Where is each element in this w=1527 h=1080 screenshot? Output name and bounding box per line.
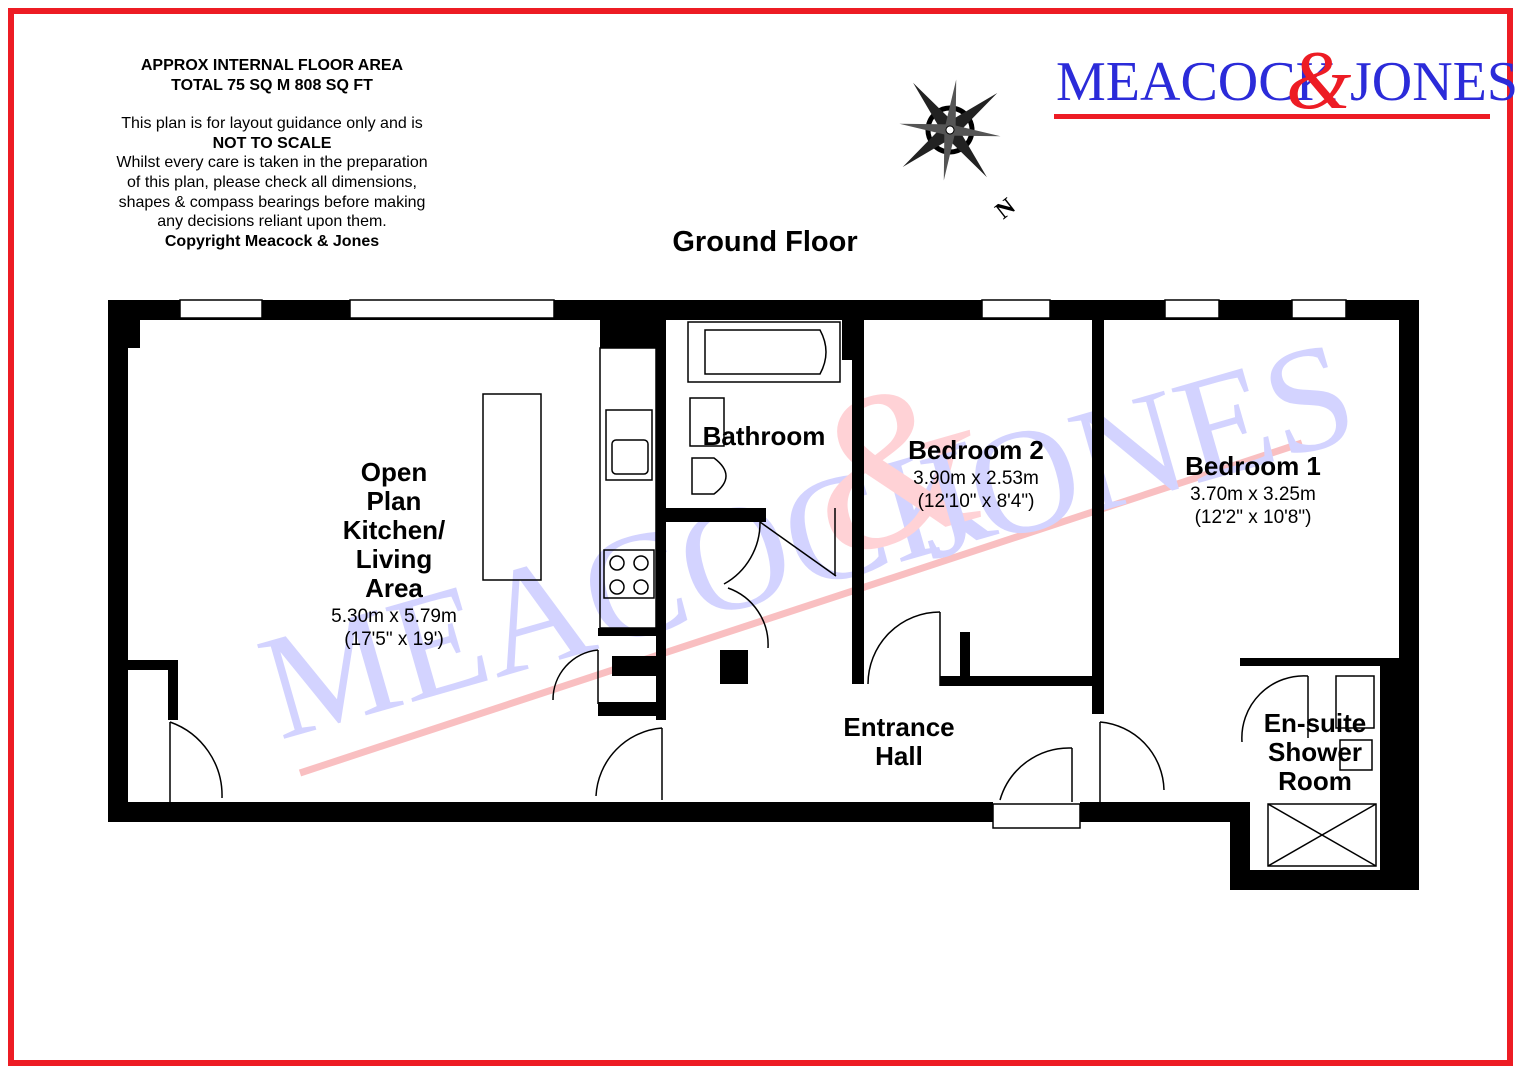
wall-ensuite-bottom [1230,870,1419,890]
guidance-text: This plan is for layout guidance only an… [121,115,423,133]
wall-right [1399,300,1419,890]
living-line-3: Kitchen/ [343,515,446,545]
room-bedroom-2: Bedroom 2 3.90m x 2.53m (12'10" x 8'4") [908,435,1044,512]
living-line-2: Plan [367,486,422,516]
room-entrance-hall: Entrance Hall [843,712,954,771]
wall-left [108,300,128,822]
ensuite-toilet [1339,739,1373,771]
compass-north-label: N [991,193,1021,225]
bedroom2-name: Bedroom 2 [908,435,1044,465]
room-bedroom-1: Bedroom 1 3.70m x 3.25m (12'2" x 10'8") [1185,451,1321,528]
brand-underline [1054,114,1490,119]
brand-logo: MEACOCK & JONES [1054,34,1518,127]
room-ensuite: En-suite Shower Room [1264,708,1367,796]
toilet [691,457,727,495]
page-frame [8,8,1513,1066]
area-line-1: APPROX INTERNAL FLOOR AREA [140,57,404,74]
brand-name-left: MEACOCK [1056,51,1336,113]
living-dim-ft: (17'5" x 19') [344,629,444,650]
bedroom1-dim-m: 3.70m x 3.25m [1190,484,1316,505]
bedroom2-dim-ft: (12'10" x 8'4") [918,491,1035,512]
door-swings [169,508,1309,802]
hall-line-1: Entrance [843,712,954,742]
care-text-4: any decisions reliant upon them. [157,213,387,231]
shower-tray [1267,803,1377,867]
living-dim-m: 5.30m x 5.79m [331,606,457,627]
living-line-5: Area [365,573,423,603]
care-text-2: of this plan, please check all dimension… [127,173,417,191]
bedroom1-name: Bedroom 1 [1185,451,1321,481]
bedroom2-dim-m: 3.90m x 2.53m [913,468,1039,489]
ensuite-line-2: Shower [1268,737,1362,767]
living-line-4: Living [356,544,433,574]
living-line-1: Open [361,457,427,487]
kitchen-island [482,393,542,581]
disclaimer-block: APPROX INTERNAL FLOOR AREA TOTAL 75 SQ M… [72,56,472,251]
wall-top [108,300,1419,320]
walls [108,300,1419,890]
floor-title: Ground Floor [672,226,858,258]
windows [179,299,1347,829]
room-bathroom: Bathroom [703,421,826,451]
wall-bottom-left [108,802,993,822]
bathroom-basin [689,397,725,447]
wall-bottom-right [1080,802,1230,822]
hall-line-2: Hall [875,741,923,771]
ensuite-line-3: Room [1278,766,1352,796]
area-line-2: TOTAL 75 SQ M 808 SQ FT [171,76,373,94]
not-to-scale-text: NOT TO SCALE [212,134,332,152]
kitchen-hob [603,549,655,599]
kitchen-counter [599,347,657,629]
kitchen-sink [605,409,653,481]
copyright-text: Copyright Meacock & Jones [164,232,380,250]
care-text-3: shapes & compass bearings before making [118,193,426,211]
brand-ampersand: & [1286,34,1352,127]
wall-ensuite-divider [1380,660,1399,890]
care-text-1: Whilst every care is taken in the prepar… [116,154,428,172]
bathroom-name: Bathroom [703,421,826,451]
brand-name-right: JONES [1350,51,1518,113]
ensuite-basin [1335,675,1375,729]
compass-rose-icon [899,79,1001,181]
fixtures [482,321,1377,867]
room-living: Open Plan Kitchen/ Living Area 5.30m x 5… [331,457,457,650]
wall-ensuite-left [1230,802,1250,890]
ensuite-line-1: En-suite [1264,708,1367,738]
bedroom1-dim-ft: (12'2" x 10'8") [1195,507,1312,528]
bathtub [687,321,841,383]
